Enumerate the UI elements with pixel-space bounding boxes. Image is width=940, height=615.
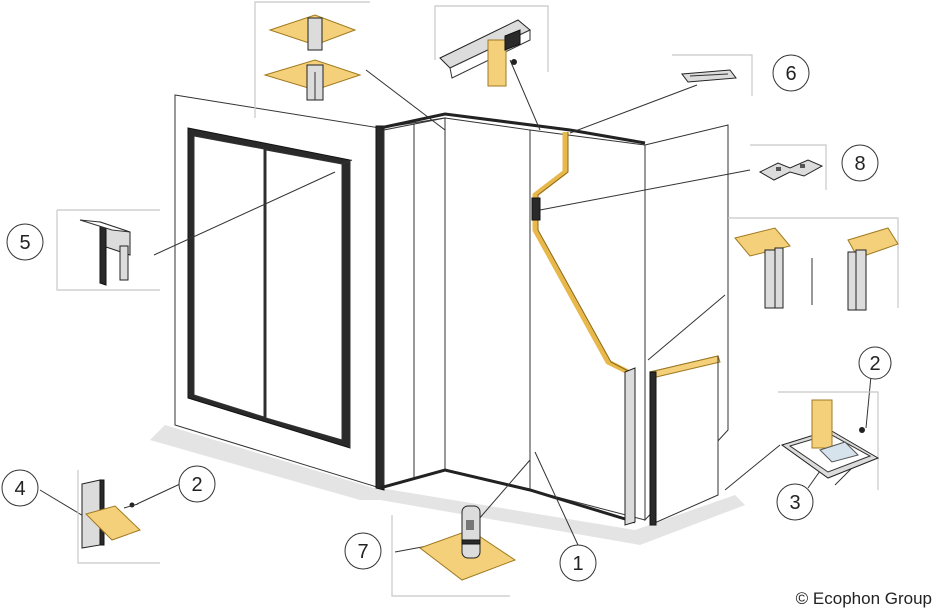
detail-8-connector — [750, 144, 827, 190]
copyright-notice: © Ecophon Group — [795, 589, 932, 608]
callout-7: 7 — [344, 532, 382, 570]
back-wall — [444, 117, 531, 491]
svg-text:4: 4 — [14, 478, 25, 500]
end-panel-frame — [649, 371, 657, 526]
corner-column-edge — [375, 125, 385, 491]
detail-5-frame-corner — [56, 209, 160, 291]
callout-6: 6 — [772, 54, 810, 92]
svg-text:8: 8 — [854, 153, 865, 175]
wall-panel-face-right — [265, 149, 343, 441]
svg-text:7: 7 — [357, 541, 368, 563]
callout-5: 5 — [6, 223, 44, 261]
callout-2-bottom-left: 2 — [178, 465, 216, 503]
callout-1: 1 — [559, 544, 597, 582]
svg-text:5: 5 — [19, 232, 30, 254]
detail-3-floor-track — [778, 391, 880, 490]
connector-bracket — [531, 197, 541, 221]
callout-2-top-right: 2 — [858, 346, 892, 380]
callout-8: 8 — [841, 144, 879, 182]
floor-track — [379, 468, 636, 524]
svg-text:2: 2 — [191, 474, 202, 496]
detail-ceiling-track — [434, 5, 549, 87]
detail-corner-posts — [728, 217, 899, 311]
detail-6-clip — [672, 54, 753, 96]
callout-3: 3 — [776, 483, 814, 521]
svg-text:6: 6 — [785, 63, 796, 85]
callout-4: 4 — [1, 469, 39, 507]
detail-7-floor-clip — [391, 505, 517, 597]
svg-text:1: 1 — [572, 553, 583, 575]
end-post — [624, 367, 636, 526]
svg-text:3: 3 — [789, 492, 800, 514]
floor-shadow-right — [380, 488, 745, 545]
ceiling-track — [379, 112, 646, 145]
wall-panel-face-left — [193, 135, 265, 418]
end-panel — [649, 355, 719, 526]
detail-4-end-profile — [77, 470, 160, 564]
floor-shadow-left — [150, 425, 420, 500]
svg-text:2: 2 — [869, 353, 880, 375]
detail-corner-joint — [254, 1, 370, 118]
